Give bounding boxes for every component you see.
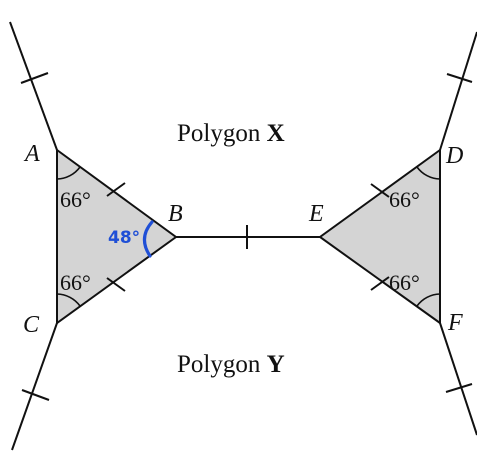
vertex-label-f: F bbox=[447, 310, 463, 336]
vertex-label-d: D bbox=[445, 143, 463, 169]
polygon-x-letter: X bbox=[267, 120, 285, 147]
vertex-label-a: A bbox=[23, 141, 40, 167]
polygon-x-label: Polygon X bbox=[177, 120, 285, 147]
tick-edge-d-up bbox=[446, 73, 473, 83]
angle-arc-a bbox=[56, 166, 81, 180]
angle-arcs bbox=[56, 166, 441, 307]
edge-d-up bbox=[439, 31, 477, 151]
tick-edge-c-down bbox=[21, 389, 50, 401]
angle-arc-d bbox=[416, 166, 441, 180]
vertex-label-c: C bbox=[23, 312, 40, 338]
triangle-abc bbox=[56, 148, 178, 325]
tick-marks bbox=[20, 72, 473, 401]
triangle-def bbox=[318, 148, 441, 325]
polygon-y-label: Polygon Y bbox=[177, 351, 285, 378]
tick-edge-a-up bbox=[20, 72, 49, 84]
edge-f-down bbox=[439, 322, 477, 436]
tick-side-de bbox=[370, 183, 390, 198]
tick-side-ab bbox=[106, 182, 126, 197]
angle-label-a: 66° bbox=[60, 187, 91, 212]
vertex-label-e: E bbox=[308, 201, 324, 227]
tick-side-bc bbox=[106, 277, 126, 292]
angle-label-f: 66° bbox=[389, 270, 420, 295]
vertex-label-b: B bbox=[168, 201, 183, 227]
handwritten-angle-b-arc bbox=[142, 220, 154, 258]
angle-label-d: 66° bbox=[389, 187, 420, 212]
edge-a-up bbox=[9, 21, 58, 151]
angle-label-c: 66° bbox=[60, 270, 91, 295]
angle-arc-f bbox=[416, 293, 441, 307]
angle-arc-c bbox=[56, 293, 81, 307]
edge-c-down bbox=[11, 322, 58, 451]
polygon-y-letter: Y bbox=[267, 351, 285, 378]
polygon-x-text: Polygon bbox=[177, 120, 267, 147]
handwritten-angle-b-label: 48° bbox=[108, 228, 140, 248]
tick-edge-f-down bbox=[445, 383, 473, 393]
polygon-y-text: Polygon bbox=[177, 351, 267, 378]
tick-side-ef bbox=[370, 276, 390, 291]
